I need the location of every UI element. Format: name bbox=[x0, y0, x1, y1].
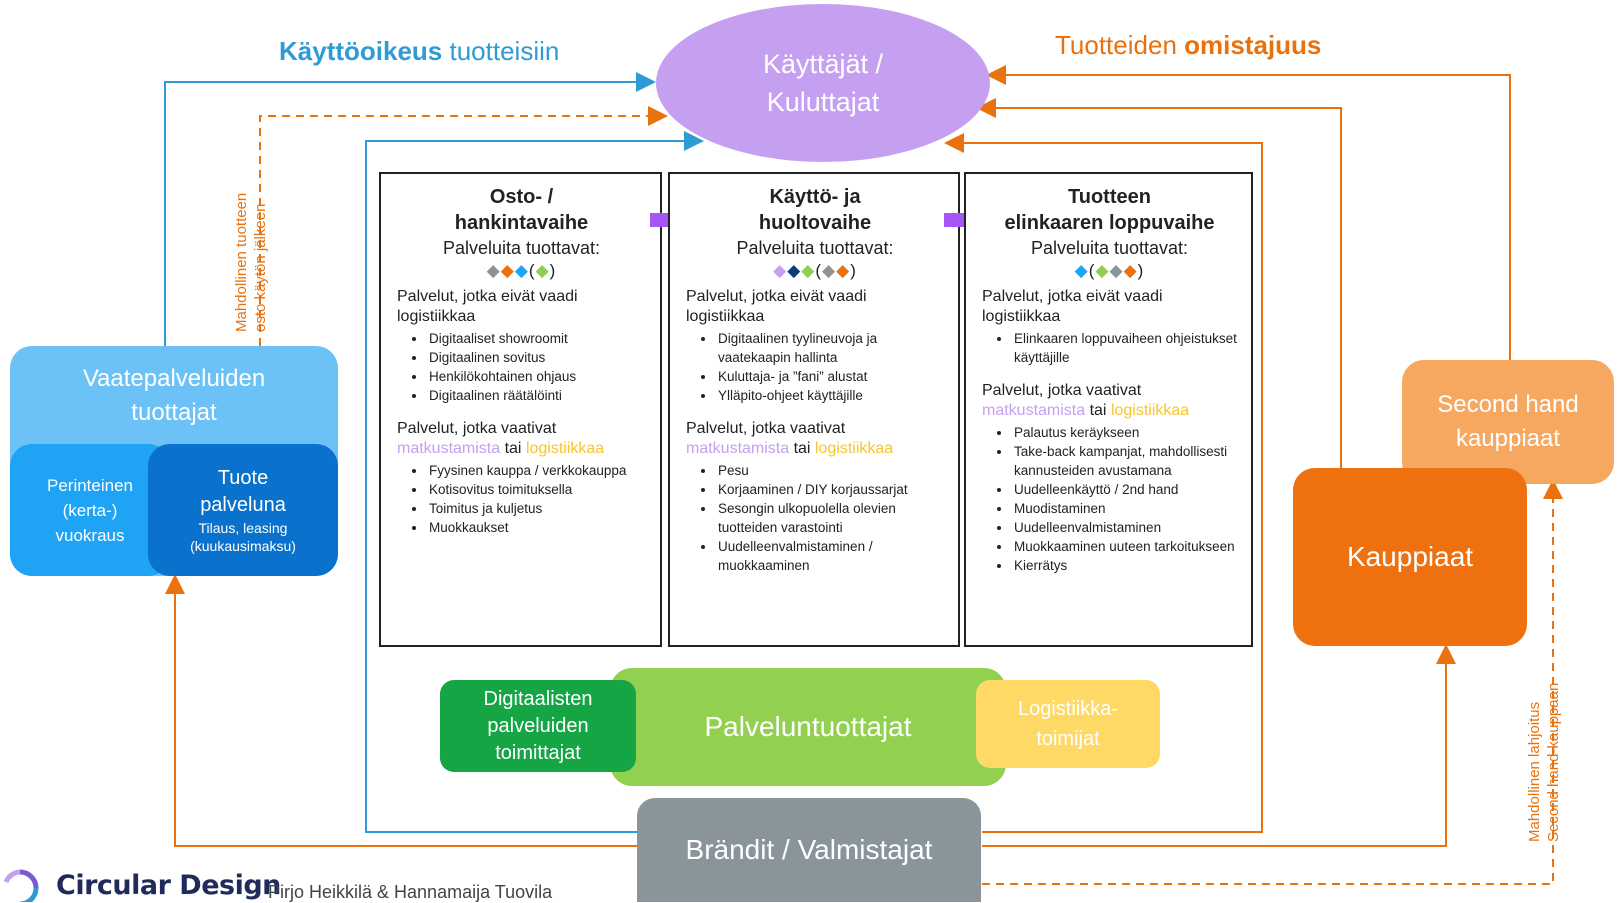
logo-text: Circular Design bbox=[56, 870, 281, 901]
provider-diamonds: ◆◆◆(◆◆) bbox=[773, 261, 857, 280]
line-brands-to-users bbox=[365, 131, 704, 833]
line-right-to-users-1 bbox=[986, 65, 1511, 360]
right-vertical-label: Mahdollinen lahjoitus Second hand-kauppa… bbox=[1526, 682, 1562, 842]
line-brands-to-users-orange bbox=[944, 133, 1263, 833]
left-vertical-label: Mahdollinen tuotteen osto käytön jälkeen bbox=[233, 192, 269, 332]
service-providers: Palveluntuottajat bbox=[610, 668, 1006, 786]
users-label-line1: Käyttäjät / bbox=[762, 49, 884, 79]
phase-purchase: Osto- /hankintavaihe Palveluita tuottava… bbox=[379, 172, 662, 647]
line-vaate-purchase bbox=[259, 106, 668, 346]
digital-service-providers: Digitaalisten palveluiden toimittajat bbox=[440, 680, 636, 772]
line-brands-to-kauppiaat bbox=[982, 644, 1456, 847]
no-logistics-list: Digitaaliset showroomit Digitaalinen sov… bbox=[397, 329, 646, 405]
logistics-list: Fyysinen kauppa / verkkokauppa Kotisovit… bbox=[397, 461, 646, 537]
logistics-list: Palautus keräykseen Take-back kampanjat,… bbox=[982, 423, 1237, 575]
line-brands-to-vaate bbox=[165, 574, 640, 847]
traditional-rental-box: Perinteinen (kerta-) vuokraus bbox=[10, 444, 170, 576]
authors-text: Pirjo Heikkilä & Hannamaija Tuovila bbox=[268, 882, 553, 902]
phase-purchase-title: Osto- /hankintavaihe bbox=[454, 186, 589, 234]
retailers: Kauppiaat bbox=[1293, 468, 1527, 646]
logistics-operators: Logistiikka- toimijat bbox=[976, 680, 1160, 768]
provider-diamonds: ◆◆◆(◆) bbox=[486, 261, 557, 280]
access-title: Käyttöoikeus tuotteisiin bbox=[279, 36, 560, 66]
ownership-title: Tuotteiden omistajuus bbox=[1055, 30, 1322, 60]
line-vaate-to-users bbox=[164, 72, 656, 346]
brands-manufacturers: Brändit / Valmistajat bbox=[637, 798, 981, 902]
product-as-service-box: Tuote palveluna Tilaus, leasing (kuukaus… bbox=[148, 444, 338, 576]
clothing-providers-title: Vaatepalveluiden tuottajat bbox=[82, 365, 266, 426]
no-logistics-list: Digitaalinen tyylineuvoja ja vaatekaapin… bbox=[686, 329, 944, 405]
second-hand-retailers: Second hand kauppiaat bbox=[1402, 360, 1614, 484]
line-kauppiaat-to-users bbox=[976, 98, 1342, 468]
no-logistics-list: Elinkaaren loppuvaiheen ohjeistukset käy… bbox=[982, 329, 1237, 367]
users-ellipse: Käyttäjät / Kuluttajat bbox=[656, 4, 990, 162]
provider-diamonds: ◆(◆◆◆) bbox=[1074, 261, 1145, 280]
circular-design-logo-icon bbox=[3, 869, 39, 902]
users-label-line2: Kuluttajat bbox=[766, 87, 880, 117]
logistics-list: Pesu Korjaaminen / DIY korjaussarjat Ses… bbox=[686, 461, 944, 575]
